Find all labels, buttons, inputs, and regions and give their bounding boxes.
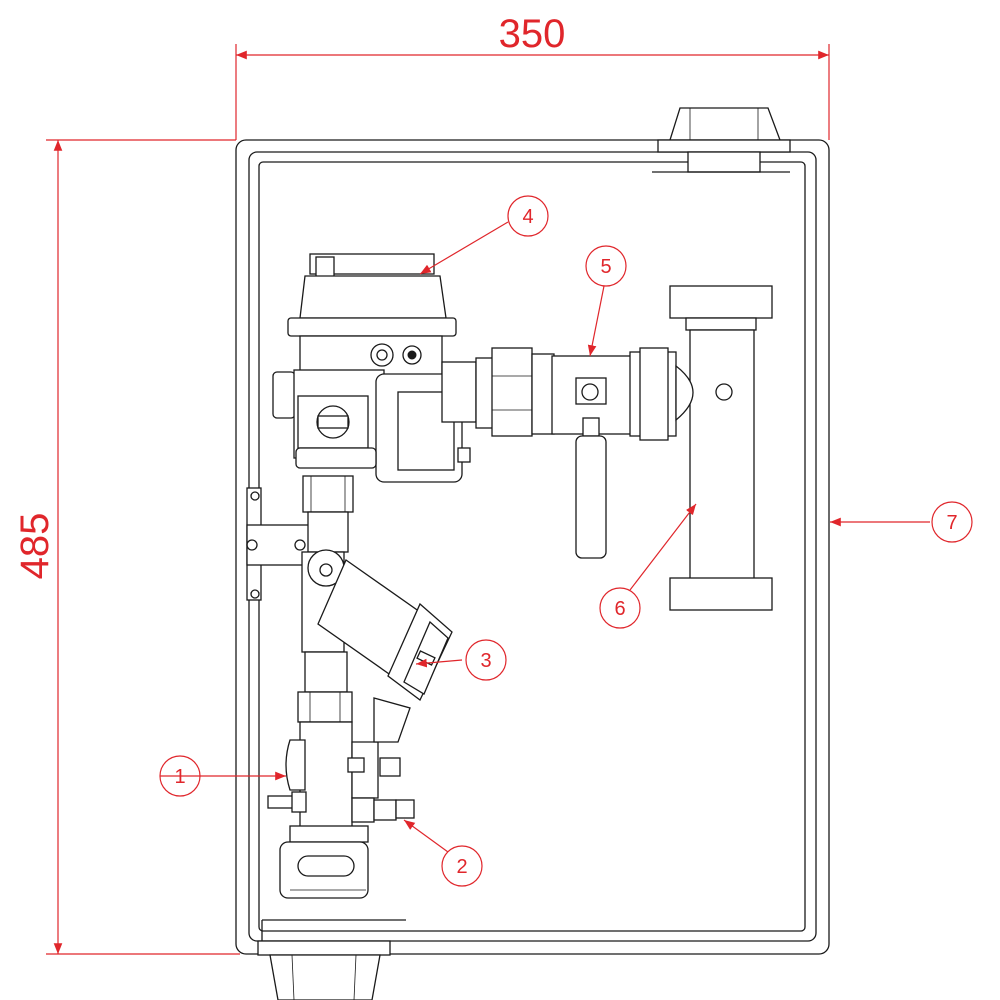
callout-1-label: 1	[174, 766, 185, 788]
wall-bracket	[246, 487, 313, 601]
callout-2: 2	[441, 845, 483, 887]
callout-5-label: 5	[600, 256, 611, 278]
meter-pipe	[669, 285, 773, 611]
callout-5: 5	[585, 245, 627, 287]
callout-4-label: 4	[522, 206, 533, 228]
height-dimension-label: 485	[13, 513, 57, 580]
callout-2-label: 2	[456, 856, 467, 878]
callout-3-label: 3	[480, 650, 491, 672]
callout-3: 3	[465, 639, 507, 681]
callout-7-label: 7	[946, 512, 957, 534]
width-dimension-label: 350	[499, 12, 566, 56]
width-dimension: 350	[235, 12, 830, 140]
strainer-filter	[317, 559, 453, 701]
ball-valve	[551, 347, 677, 559]
height-dimension: 485	[13, 139, 240, 955]
callout-7: 7	[931, 501, 973, 543]
shutoff-valve	[267, 697, 415, 899]
pressure-regulator	[272, 253, 477, 483]
callout-4: 4	[507, 195, 549, 237]
callout-leaders	[160, 221, 930, 853]
callout-6-label: 6	[614, 598, 625, 620]
callout-1: 1	[159, 755, 201, 797]
callout-6: 6	[599, 587, 641, 629]
horizontal-pipe	[475, 347, 555, 437]
